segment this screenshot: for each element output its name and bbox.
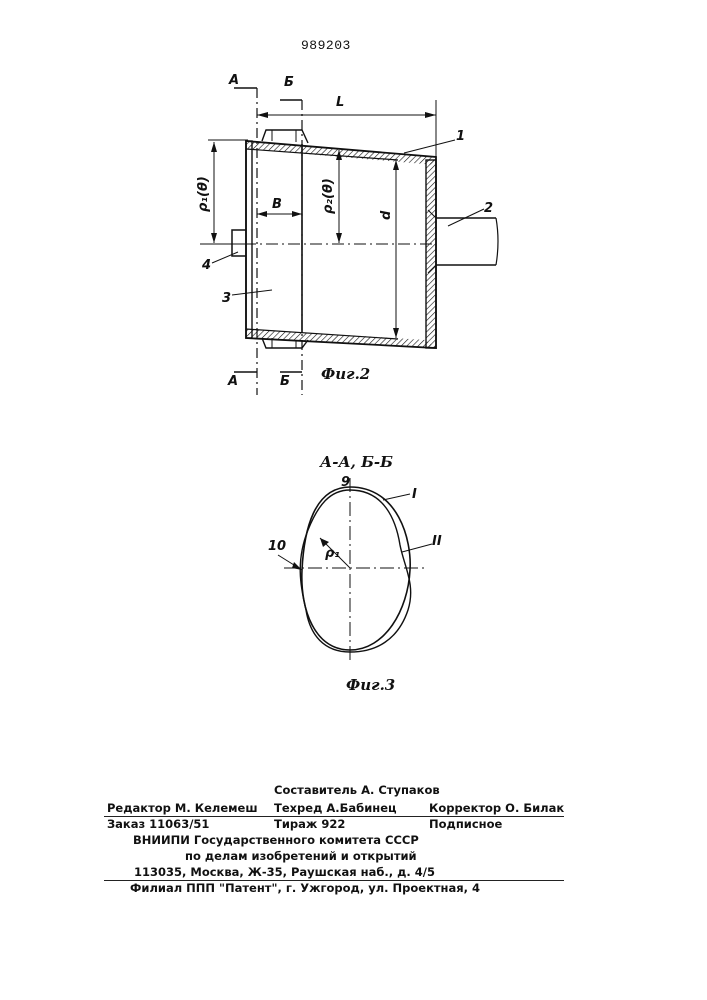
imprint-subscription: Подписное <box>429 817 502 831</box>
section-b-bottom-label: Б <box>280 374 290 389</box>
label-rho1: ρ₁ <box>325 546 340 561</box>
label-9: 9 <box>341 475 350 490</box>
imprint-editor: Редактор М. Келемеш <box>107 801 258 815</box>
shaft-4 <box>232 230 246 256</box>
imprint-branch: Филиал ППП "Патент", г. Ужгород, ул. Про… <box>130 881 480 895</box>
imprint-org2: по делам изобретений и открытий <box>185 849 417 863</box>
shaft-2 <box>436 218 496 265</box>
dimension-rho1-label: ρ₁(θ) <box>196 176 211 212</box>
section-a-bottom-label: А <box>227 374 238 389</box>
label-10: 10 <box>268 539 286 554</box>
dimension-b-label: В <box>272 197 282 212</box>
part-label-2: 2 <box>484 201 493 216</box>
part-label-1: 1 <box>456 129 465 144</box>
dimension-l-label: L <box>336 95 344 110</box>
label-i: I <box>412 487 417 502</box>
imprint-address: 113035, Москва, Ж-35, Раушская наб., д. … <box>134 865 435 879</box>
section-title: А-А, Б-Б <box>319 453 393 471</box>
contour-ii <box>300 490 410 652</box>
figure-3 <box>278 478 432 664</box>
figure-2-caption: Фиг.2 <box>321 365 370 383</box>
section-b-top-label: Б <box>284 75 294 90</box>
imprint-techred: Техред А.Бабинец <box>274 801 397 815</box>
label-ii: II <box>432 534 442 549</box>
section-a-top-label: А <box>228 73 239 88</box>
imprint-circulation: Тираж 922 <box>274 817 345 831</box>
part-label-3: 3 <box>222 291 231 306</box>
dimension-rho2-label: ρ₂(θ) <box>321 178 336 214</box>
imprint-corrector: Корректор О. Билак <box>429 801 564 815</box>
imprint-org1: ВНИИПИ Государственного комитета СССР <box>133 833 419 847</box>
figure-3-caption: Фиг.3 <box>346 676 395 694</box>
imprint-compiler: Составитель А. Ступаков <box>274 783 440 797</box>
figure-2 <box>200 88 498 395</box>
part-label-4: 4 <box>201 258 211 273</box>
imprint-order: Заказ 11063/51 <box>107 817 209 831</box>
dimension-d-label: d <box>379 210 394 220</box>
